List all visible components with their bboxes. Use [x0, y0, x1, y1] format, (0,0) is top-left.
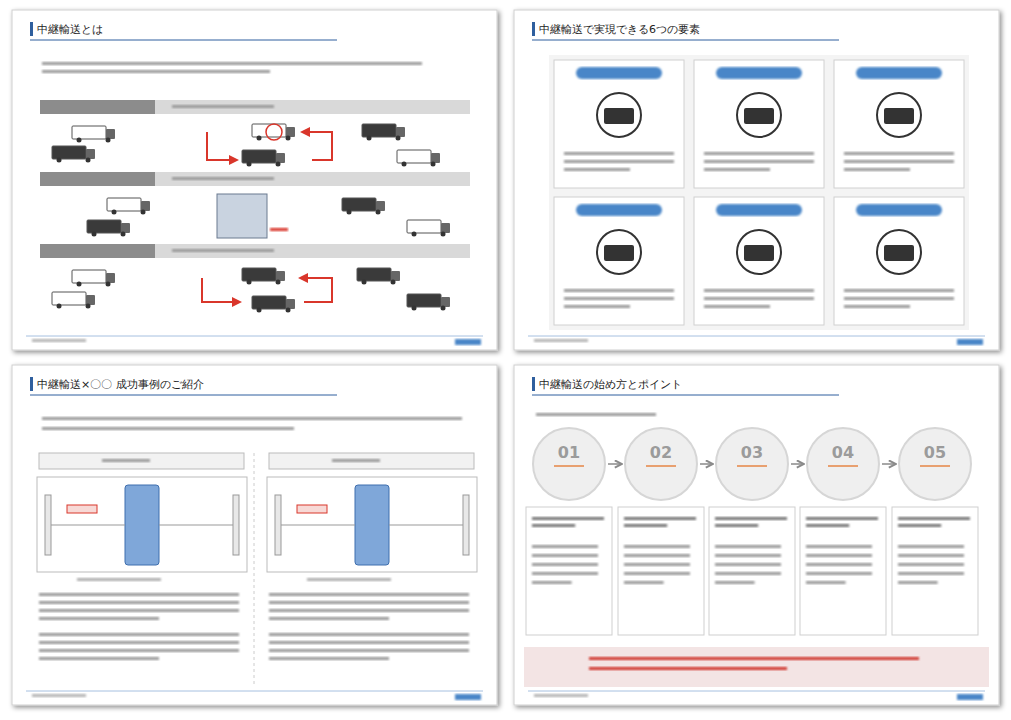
- slide-title: 中継輸送で実現できる6つの要素: [536, 22, 700, 37]
- slide-frame: 中継輸送とは: [12, 10, 497, 350]
- step-number: 05: [920, 443, 950, 467]
- step-circle: 02: [624, 427, 698, 501]
- slide-title: 中継輸送とは: [34, 22, 103, 37]
- step-number: 01: [554, 443, 584, 467]
- step-number: 02: [646, 443, 676, 467]
- step-chevron: [791, 463, 804, 465]
- step-circle: 03: [715, 427, 789, 501]
- slide-panel: [12, 10, 497, 350]
- slide-frame: 中継輸送×〇〇 成功事例のご紹介: [12, 365, 497, 705]
- step-circle: 01: [532, 427, 606, 501]
- slide-title: 中継輸送の始め方とポイント: [536, 377, 682, 392]
- step-chevron: [608, 463, 622, 465]
- step-chevron: [700, 463, 713, 465]
- slide-panel: [12, 365, 497, 705]
- step-chevron: [882, 463, 896, 465]
- step-circle: 04: [806, 427, 880, 501]
- slide-panel: [514, 365, 999, 705]
- step-number: 04: [828, 443, 858, 467]
- step-number: 03: [737, 443, 767, 467]
- slide-title: 中継輸送×〇〇 成功事例のご紹介: [34, 377, 204, 392]
- slide-panel: [514, 10, 999, 350]
- step-circle: 05: [898, 427, 972, 501]
- slide-frame: 中継輸送で実現できる6つの要素: [514, 10, 999, 350]
- slide-frame: 中継輸送の始め方とポイント 01 02 03 04 05: [514, 365, 999, 705]
